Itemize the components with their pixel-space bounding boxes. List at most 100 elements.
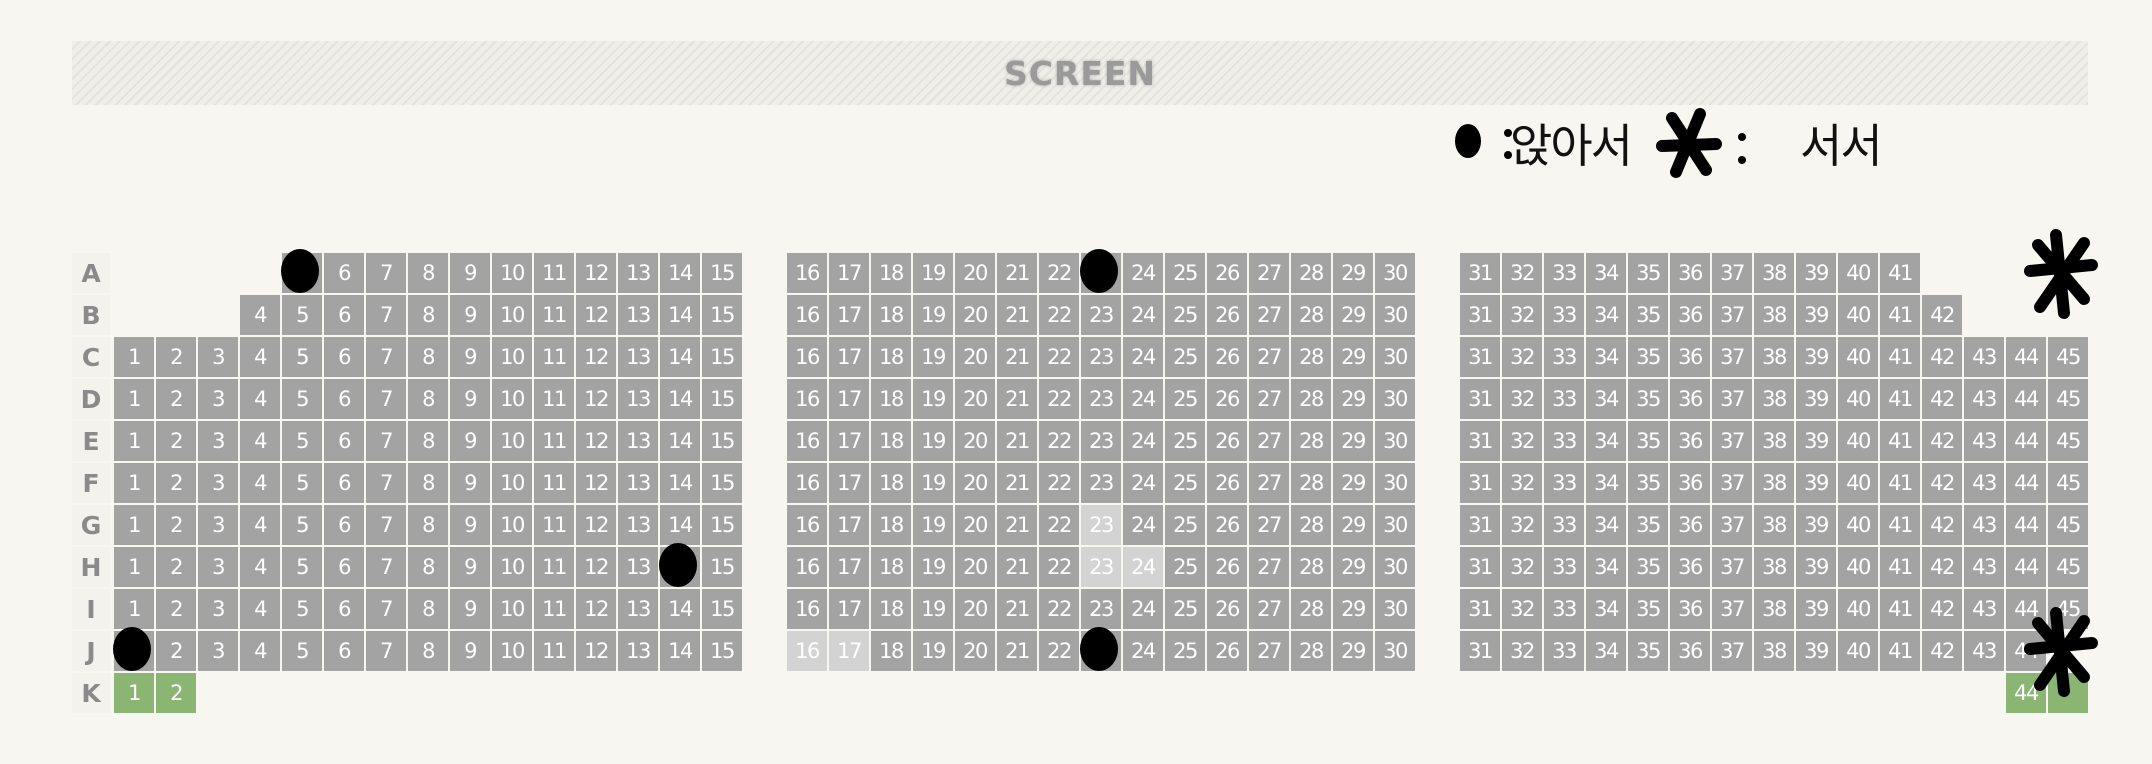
seat-h21[interactable]: 21 <box>997 547 1037 587</box>
seat-f30[interactable]: 30 <box>1375 463 1415 503</box>
seat-c43[interactable]: 43 <box>1964 337 2004 377</box>
seat-g13[interactable]: 13 <box>618 505 658 545</box>
seat-h34[interactable]: 34 <box>1586 547 1626 587</box>
seat-d35[interactable]: 35 <box>1628 379 1668 419</box>
seat-b19[interactable]: 19 <box>913 295 953 335</box>
seat-g37[interactable]: 37 <box>1712 505 1752 545</box>
seat-c12[interactable]: 12 <box>576 337 616 377</box>
seat-h13[interactable]: 13 <box>618 547 658 587</box>
seat-d33[interactable]: 33 <box>1544 379 1584 419</box>
seat-g21[interactable]: 21 <box>997 505 1037 545</box>
seat-g14[interactable]: 14 <box>660 505 700 545</box>
seat-i30[interactable]: 30 <box>1375 589 1415 629</box>
seat-g1[interactable]: 1 <box>114 505 154 545</box>
seat-d19[interactable]: 19 <box>913 379 953 419</box>
seat-c33[interactable]: 33 <box>1544 337 1584 377</box>
seat-e39[interactable]: 39 <box>1796 421 1836 461</box>
seat-b32[interactable]: 32 <box>1502 295 1542 335</box>
seat-c15[interactable]: 15 <box>702 337 742 377</box>
seat-j38[interactable]: 38 <box>1754 631 1794 671</box>
seat-i34[interactable]: 34 <box>1586 589 1626 629</box>
seat-i15[interactable]: 15 <box>702 589 742 629</box>
seat-e23[interactable]: 23 <box>1081 421 1121 461</box>
seat-d42[interactable]: 42 <box>1922 379 1962 419</box>
seat-h6[interactable]: 6 <box>324 547 364 587</box>
seat-g4[interactable]: 4 <box>240 505 280 545</box>
seat-i13[interactable]: 13 <box>618 589 658 629</box>
seat-b15[interactable]: 15 <box>702 295 742 335</box>
seat-d31[interactable]: 31 <box>1460 379 1500 419</box>
seat-i20[interactable]: 20 <box>955 589 995 629</box>
seat-a17[interactable]: 17 <box>829 253 869 293</box>
seat-f35[interactable]: 35 <box>1628 463 1668 503</box>
seat-j6[interactable]: 6 <box>324 631 364 671</box>
seat-h39[interactable]: 39 <box>1796 547 1836 587</box>
seat-b4[interactable]: 4 <box>240 295 280 335</box>
seat-f33[interactable]: 33 <box>1544 463 1584 503</box>
seat-d40[interactable]: 40 <box>1838 379 1878 419</box>
seat-d1[interactable]: 1 <box>114 379 154 419</box>
seat-g6[interactable]: 6 <box>324 505 364 545</box>
seat-a30[interactable]: 30 <box>1375 253 1415 293</box>
seat-c32[interactable]: 32 <box>1502 337 1542 377</box>
seat-d8[interactable]: 8 <box>408 379 448 419</box>
seat-b36[interactable]: 36 <box>1670 295 1710 335</box>
seat-d21[interactable]: 21 <box>997 379 1037 419</box>
seat-g39[interactable]: 39 <box>1796 505 1836 545</box>
seat-j41[interactable]: 41 <box>1880 631 1920 671</box>
seat-g24[interactable]: 24 <box>1123 505 1163 545</box>
seat-a18[interactable]: 18 <box>871 253 911 293</box>
seat-i14[interactable]: 14 <box>660 589 700 629</box>
seat-i32[interactable]: 32 <box>1502 589 1542 629</box>
seat-j34[interactable]: 34 <box>1586 631 1626 671</box>
seat-h7[interactable]: 7 <box>366 547 406 587</box>
seat-j17[interactable]: 17 <box>829 631 869 671</box>
seat-d44[interactable]: 44 <box>2006 379 2046 419</box>
seat-h32[interactable]: 32 <box>1502 547 1542 587</box>
seat-b33[interactable]: 33 <box>1544 295 1584 335</box>
seat-c38[interactable]: 38 <box>1754 337 1794 377</box>
seat-f25[interactable]: 25 <box>1165 463 1205 503</box>
seat-d15[interactable]: 15 <box>702 379 742 419</box>
seat-j32[interactable]: 32 <box>1502 631 1542 671</box>
seat-c17[interactable]: 17 <box>829 337 869 377</box>
seat-f17[interactable]: 17 <box>829 463 869 503</box>
seat-j5[interactable]: 5 <box>282 631 322 671</box>
seat-h24[interactable]: 24 <box>1123 547 1163 587</box>
seat-d10[interactable]: 10 <box>492 379 532 419</box>
seat-e26[interactable]: 26 <box>1207 421 1247 461</box>
seat-a24[interactable]: 24 <box>1123 253 1163 293</box>
seat-h30[interactable]: 30 <box>1375 547 1415 587</box>
seat-f45[interactable]: 45 <box>2048 463 2088 503</box>
seat-b28[interactable]: 28 <box>1291 295 1331 335</box>
seat-h26[interactable]: 26 <box>1207 547 1247 587</box>
seat-j40[interactable]: 40 <box>1838 631 1878 671</box>
seat-e28[interactable]: 28 <box>1291 421 1331 461</box>
seat-b13[interactable]: 13 <box>618 295 658 335</box>
seat-a22[interactable]: 22 <box>1039 253 1079 293</box>
seat-g22[interactable]: 22 <box>1039 505 1079 545</box>
seat-j23[interactable]: 23 <box>1081 631 1121 671</box>
seat-d28[interactable]: 28 <box>1291 379 1331 419</box>
seat-j21[interactable]: 21 <box>997 631 1037 671</box>
seat-h5[interactable]: 5 <box>282 547 322 587</box>
seat-f4[interactable]: 4 <box>240 463 280 503</box>
seat-f8[interactable]: 8 <box>408 463 448 503</box>
seat-d25[interactable]: 25 <box>1165 379 1205 419</box>
seat-h2[interactable]: 2 <box>156 547 196 587</box>
seat-f41[interactable]: 41 <box>1880 463 1920 503</box>
seat-i23[interactable]: 23 <box>1081 589 1121 629</box>
seat-b6[interactable]: 6 <box>324 295 364 335</box>
seat-b25[interactable]: 25 <box>1165 295 1205 335</box>
seat-f16[interactable]: 16 <box>787 463 827 503</box>
seat-c34[interactable]: 34 <box>1586 337 1626 377</box>
seat-i45[interactable]: 45 <box>2048 589 2088 629</box>
seat-d27[interactable]: 27 <box>1249 379 1289 419</box>
seat-e7[interactable]: 7 <box>366 421 406 461</box>
seat-j33[interactable]: 33 <box>1544 631 1584 671</box>
seat-d7[interactable]: 7 <box>366 379 406 419</box>
seat-h8[interactable]: 8 <box>408 547 448 587</box>
seat-g43[interactable]: 43 <box>1964 505 2004 545</box>
seat-i27[interactable]: 27 <box>1249 589 1289 629</box>
seat-f44[interactable]: 44 <box>2006 463 2046 503</box>
